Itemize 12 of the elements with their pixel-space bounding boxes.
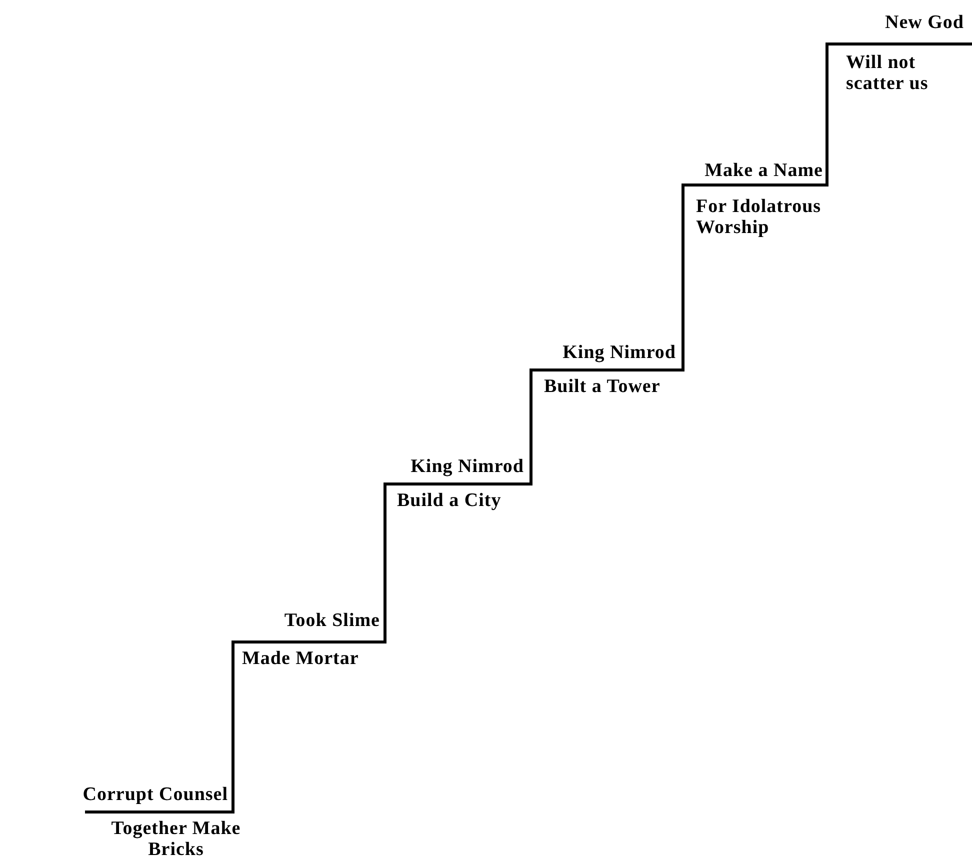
step-label: Make a Name: [704, 160, 823, 181]
step-label: For Idolatrous Worship: [696, 196, 822, 238]
step-label: Together Make Bricks: [111, 818, 241, 860]
step-label: Took Slime: [284, 610, 380, 631]
step-label: Made Mortar: [242, 648, 359, 669]
step-label: New God: [885, 12, 964, 33]
step-label: Corrupt Counsel: [82, 784, 228, 805]
step-label: Will not scatter us: [846, 52, 928, 94]
step-label: King Nimrod: [410, 456, 524, 477]
step-label: Build a City: [397, 490, 502, 511]
step-label: Built a Tower: [544, 376, 660, 397]
step-label: King Nimrod: [562, 342, 676, 363]
